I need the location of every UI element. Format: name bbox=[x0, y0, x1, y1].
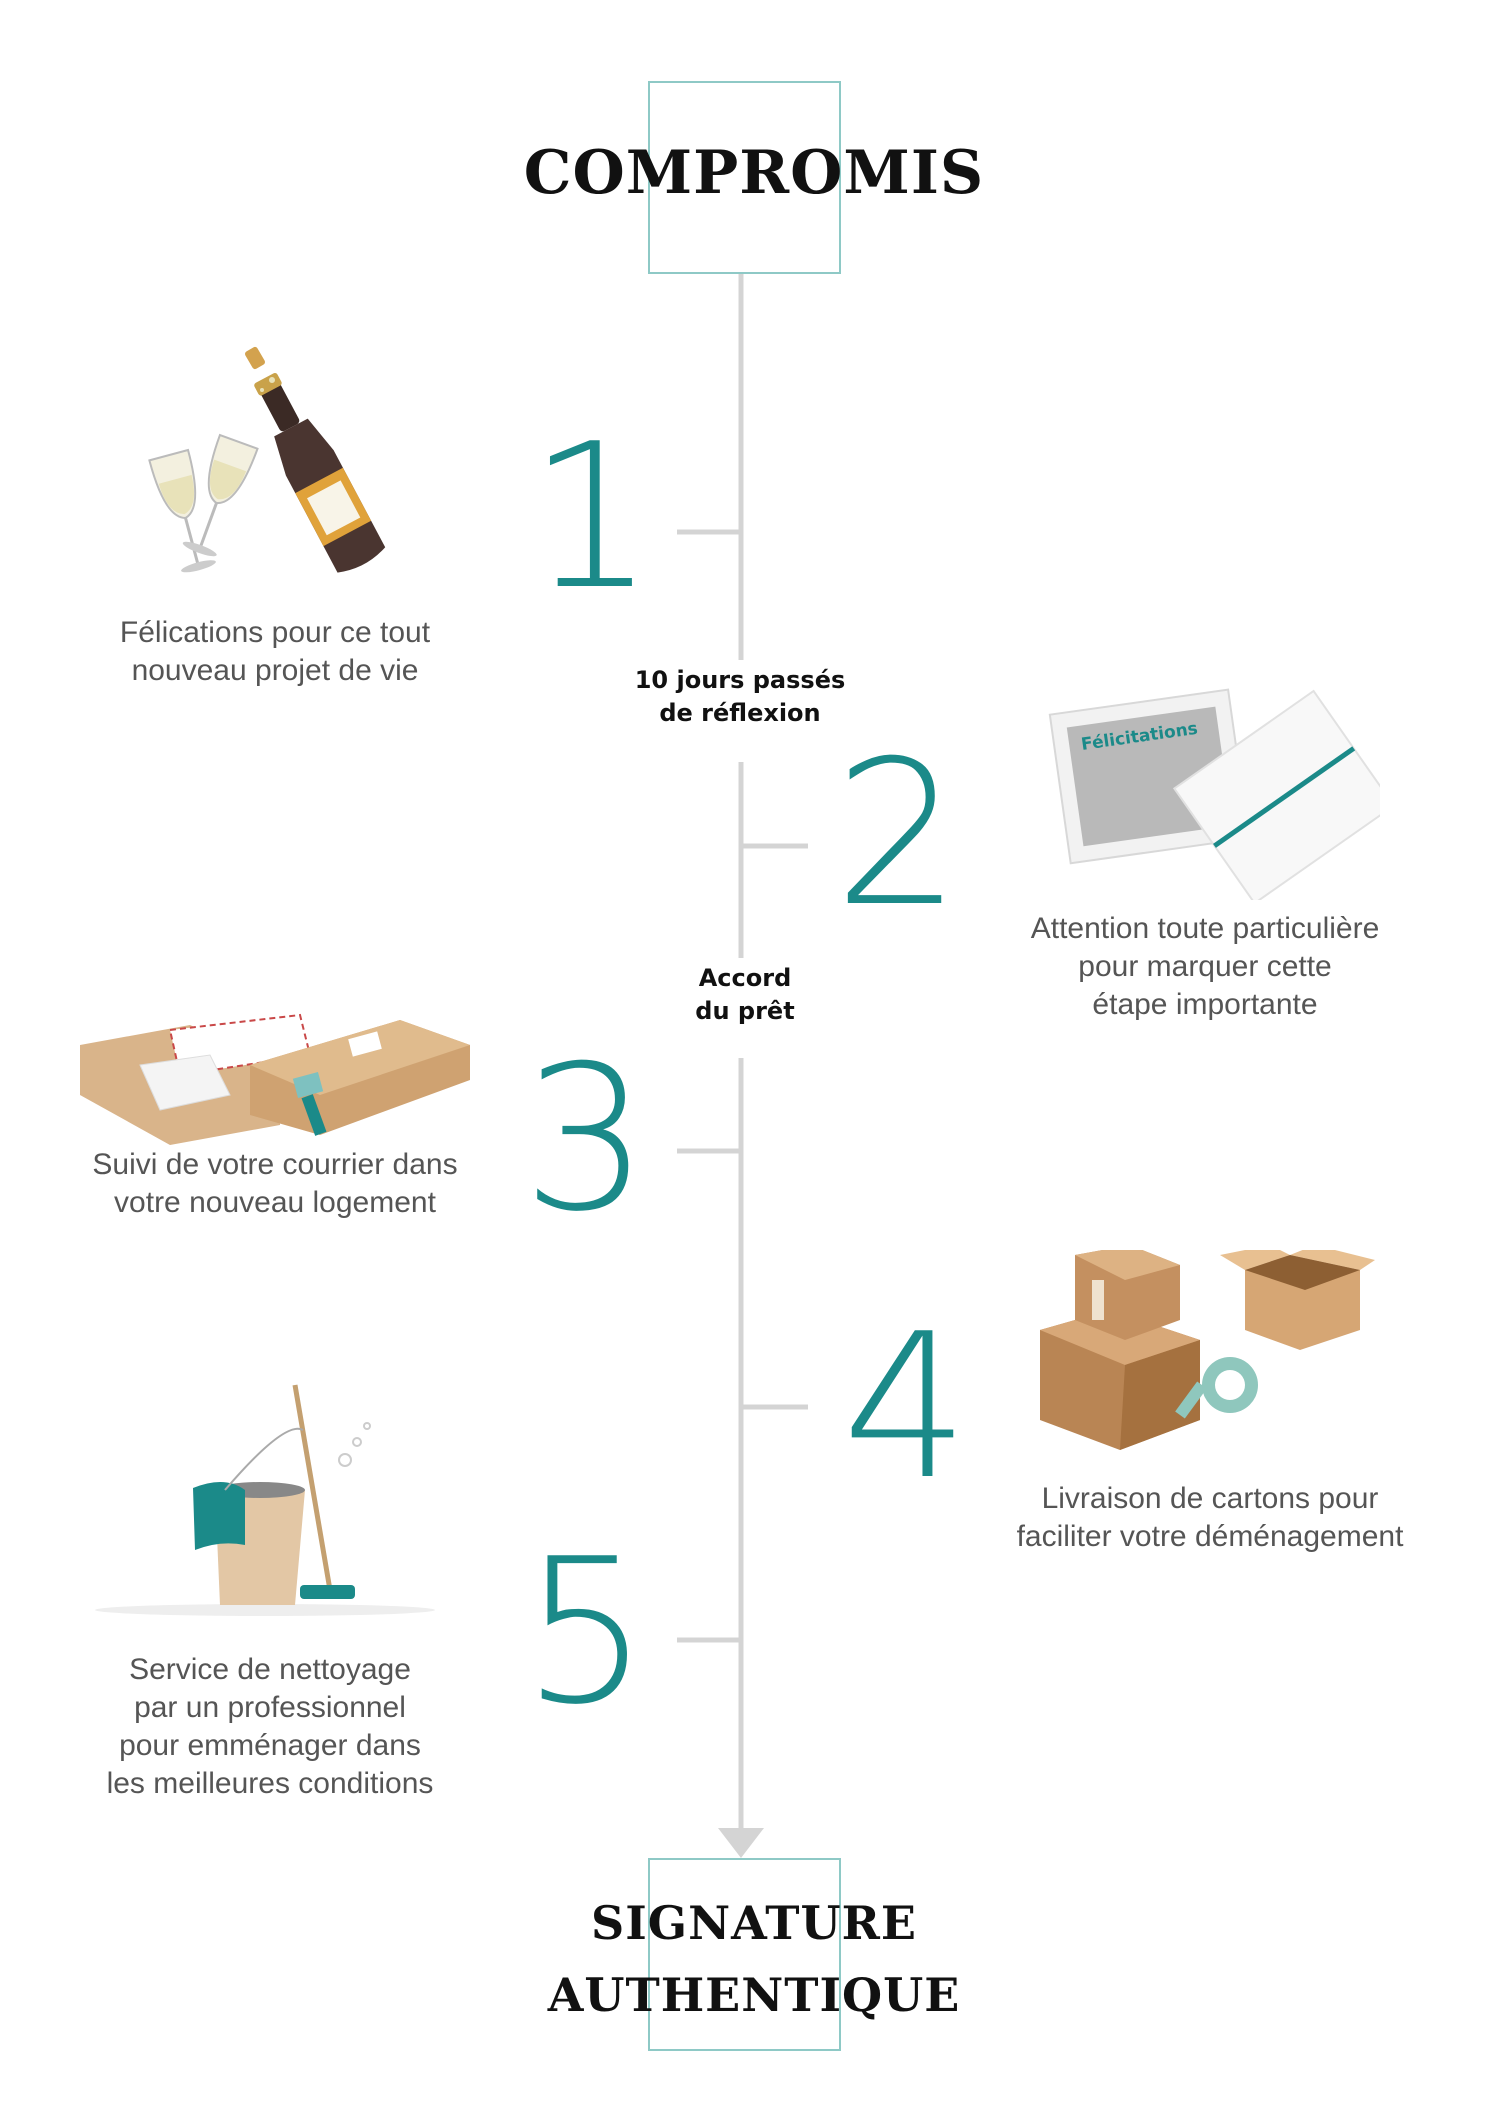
caption-line: faciliter votre déménagement bbox=[1016, 1520, 1404, 1553]
caption-line: pour emménager dans bbox=[119, 1729, 421, 1762]
milestone-line: 10 jours passés bbox=[634, 666, 846, 694]
footer-title: SIGNATURE AUTHENTIQUE bbox=[480, 1887, 1028, 2031]
step-caption-3: Suivi de votre courrier dans votre nouve… bbox=[55, 1146, 495, 1222]
step-number-5: 5 bbox=[522, 1516, 650, 1749]
step-number-1: 1 bbox=[528, 401, 656, 634]
page-title: COMPROMIS bbox=[523, 138, 985, 208]
milestone-line: de réflexion bbox=[659, 699, 821, 727]
card-icon: Félicitations bbox=[1048, 688, 1380, 900]
milestone-line: Accord bbox=[698, 964, 792, 992]
step-caption-5: Service de nettoyage par un professionne… bbox=[70, 1651, 470, 1803]
step-caption-4: Livraison de cartons pour faciliter votr… bbox=[975, 1480, 1445, 1556]
champagne-icon bbox=[148, 346, 386, 573]
step-number-3: 3 bbox=[522, 1023, 650, 1256]
caption-line: les meilleures conditions bbox=[106, 1767, 434, 1800]
header-frame bbox=[648, 81, 841, 274]
caption-line: Félications pour ce tout bbox=[119, 616, 431, 649]
cleaning-icon bbox=[95, 1384, 435, 1616]
footer-title-line2: AUTHENTIQUE bbox=[547, 1968, 961, 2022]
caption-line: Livraison de cartons pour bbox=[1041, 1482, 1379, 1515]
caption-line: votre nouveau logement bbox=[114, 1186, 436, 1219]
step-caption-2: Attention toute particulière pour marque… bbox=[985, 910, 1425, 1024]
caption-line: Service de nettoyage bbox=[129, 1653, 411, 1686]
milestone-accord-pret: Accord du prêt bbox=[620, 962, 870, 1028]
boxes-icon bbox=[1040, 1250, 1375, 1450]
milestone-reflexion: 10 jours passés de réflexion bbox=[600, 664, 880, 730]
mail-icon bbox=[80, 1013, 470, 1145]
step-number-4: 4 bbox=[842, 1291, 970, 1524]
footer-frame bbox=[648, 1858, 841, 2051]
step-number-2: 2 bbox=[834, 718, 962, 951]
caption-line: pour marquer cette bbox=[1078, 950, 1332, 983]
caption-line: par un professionnel bbox=[134, 1691, 406, 1724]
caption-line: nouveau projet de vie bbox=[131, 654, 419, 687]
step-caption-1: Félications pour ce tout nouveau projet … bbox=[60, 614, 490, 690]
caption-line: Attention toute particulière bbox=[1030, 912, 1380, 945]
footer-title-line1: SIGNATURE bbox=[591, 1896, 917, 1950]
caption-line: étape importante bbox=[1092, 988, 1318, 1021]
caption-line: Suivi de votre courrier dans bbox=[92, 1148, 458, 1181]
timeline-arrow-icon bbox=[718, 1828, 764, 1858]
milestone-line: du prêt bbox=[695, 997, 795, 1025]
